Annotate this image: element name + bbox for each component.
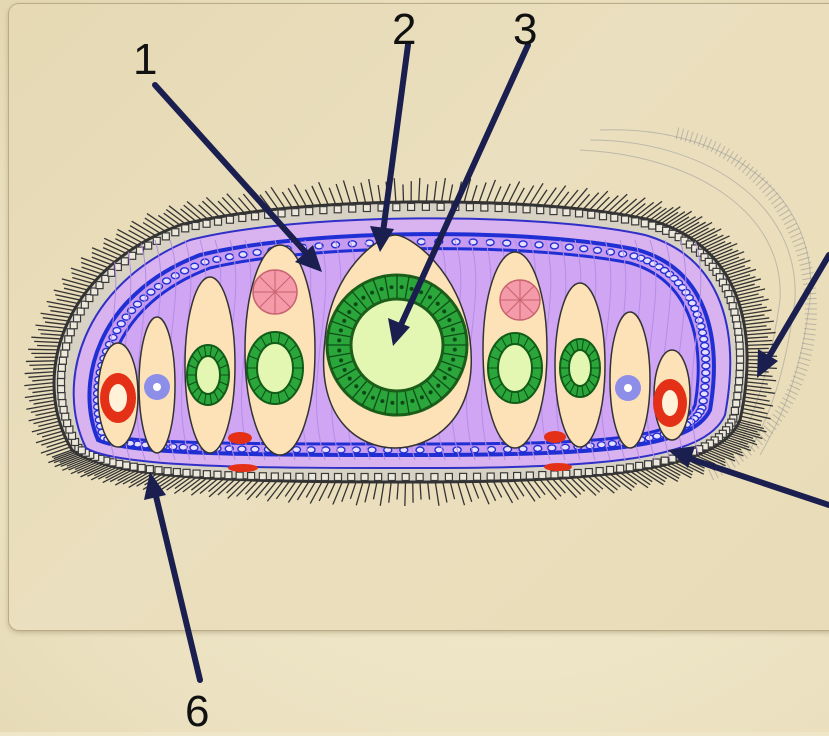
label-6: 6 bbox=[185, 690, 209, 734]
label-3: 3 bbox=[513, 8, 537, 52]
label-2: 2 bbox=[392, 8, 416, 52]
arrow-6 bbox=[144, 472, 200, 680]
arrow-right-top bbox=[757, 255, 829, 378]
central-green-cell bbox=[327, 275, 467, 415]
arrow-right-bottom bbox=[668, 446, 829, 505]
label-1: 1 bbox=[133, 38, 157, 82]
